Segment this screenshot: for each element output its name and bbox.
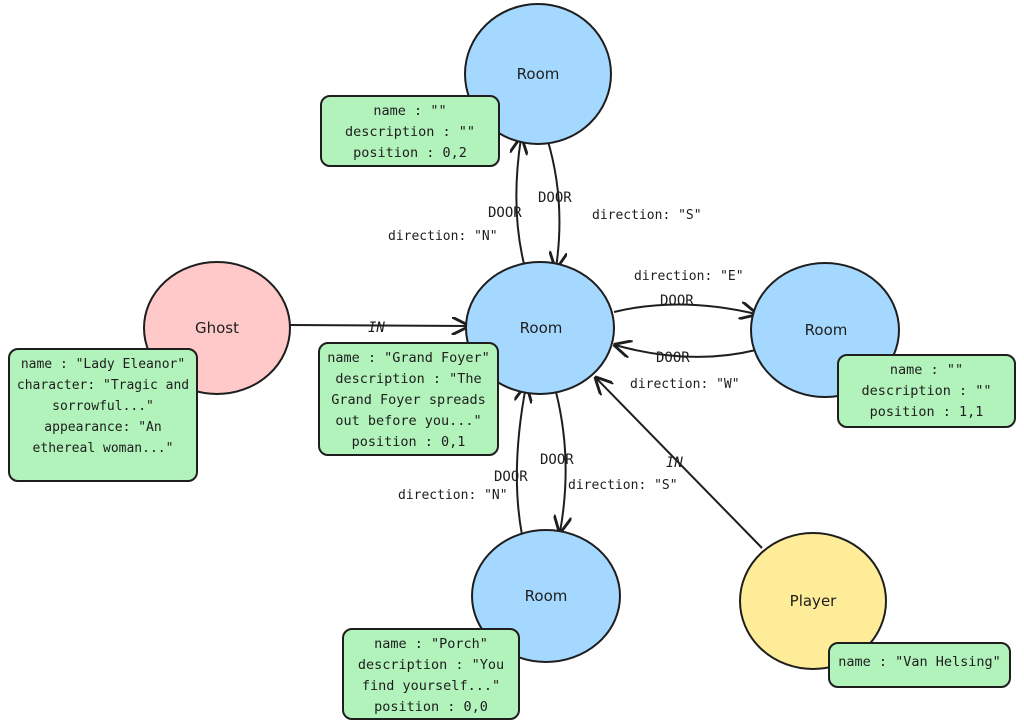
ghost-properties: name : "Lady Eleanor" character: "Tragic… xyxy=(8,348,198,482)
ghost-label: Ghost xyxy=(195,319,239,337)
room-south-properties: name : "Porch" description : "You find y… xyxy=(342,628,520,720)
room-east-properties: name : "" description : "" position : 1,… xyxy=(837,354,1016,428)
door-label-south-up: DOOR xyxy=(494,469,528,485)
room-center-label: Room xyxy=(520,319,563,337)
room-north-label: Room xyxy=(517,65,560,83)
edge-door-center-to-north[interactable] xyxy=(516,138,525,269)
property-name: name : "" xyxy=(373,103,447,119)
room-center-properties: name : "Grand Foyer" description : "The … xyxy=(318,342,499,456)
direction-label-w: direction: "W" xyxy=(630,377,740,392)
property-name: name : "" xyxy=(889,362,964,378)
door-label-east: DOOR xyxy=(660,293,694,309)
in-label-ghost: IN xyxy=(368,320,385,336)
property-description-line3: out before you..." xyxy=(335,413,482,429)
property-character-line1: character: "Tragic and xyxy=(16,378,190,393)
door-label-south-down: DOOR xyxy=(540,452,574,468)
property-position: position : 1,1 xyxy=(869,404,984,420)
direction-label-s-top: direction: "S" xyxy=(592,208,702,223)
property-description-line1: description : "You xyxy=(357,657,505,673)
property-description-line2: find yourself..." xyxy=(361,678,501,694)
property-character-line2: sorrowful..." xyxy=(52,399,154,414)
door-label-north-up: DOOR xyxy=(488,205,522,221)
property-position: position : 0,1 xyxy=(351,434,466,450)
room-south-label: Room xyxy=(525,587,568,605)
property-name: name : "Lady Eleanor" xyxy=(20,357,186,372)
property-description: description : "" xyxy=(861,383,992,399)
room-north-node[interactable] xyxy=(464,3,612,145)
edge-door-center-to-south[interactable] xyxy=(556,391,566,532)
door-label-west: DOOR xyxy=(656,350,690,366)
direction-label-n-top: direction: "N" xyxy=(388,229,498,244)
edge-labels: DOOR DOOR direction: "N" direction: "S" … xyxy=(368,190,744,503)
edge-door-east-to-center[interactable] xyxy=(615,345,757,357)
edge-door-south-to-center[interactable] xyxy=(517,386,526,536)
direction-label-s-bottom: direction: "S" xyxy=(568,478,678,493)
property-description-line1: description : "The xyxy=(335,371,482,387)
player-properties: name : "Van Helsing" xyxy=(828,642,1011,688)
room-center-node[interactable] xyxy=(465,261,615,395)
property-position: position : 0,2 xyxy=(353,145,467,161)
property-appearance-line1: appearance: "An xyxy=(44,420,162,435)
edge-door-center-to-east[interactable] xyxy=(613,304,756,314)
property-name: name : "Van Helsing" xyxy=(838,654,1001,670)
property-appearance-line2: ethereal woman..." xyxy=(32,441,174,456)
property-description: description : "" xyxy=(344,124,476,140)
property-position: position : 0,0 xyxy=(374,699,488,715)
direction-label-e: direction: "E" xyxy=(634,269,744,284)
property-name: name : "Grand Foyer" xyxy=(327,350,490,366)
player-label: Player xyxy=(790,592,838,610)
in-label-player: IN xyxy=(666,455,683,471)
direction-label-n-bottom: direction: "N" xyxy=(398,488,508,503)
room-north-properties: name : "" description : "" position : 0,… xyxy=(320,95,500,167)
property-description-line2: Grand Foyer spreads xyxy=(331,392,486,408)
player-node[interactable] xyxy=(739,532,887,670)
edge-ghost-in[interactable] xyxy=(289,325,468,326)
room-east-label: Room xyxy=(805,321,848,339)
edges xyxy=(289,137,763,549)
edge-door-north-to-center[interactable] xyxy=(546,137,559,268)
edge-player-in[interactable] xyxy=(596,378,763,549)
property-name: name : "Porch" xyxy=(374,636,488,652)
node-labels: Room Room Room Room Ghost Player xyxy=(195,65,847,610)
door-label-north-down: DOOR xyxy=(538,190,572,206)
